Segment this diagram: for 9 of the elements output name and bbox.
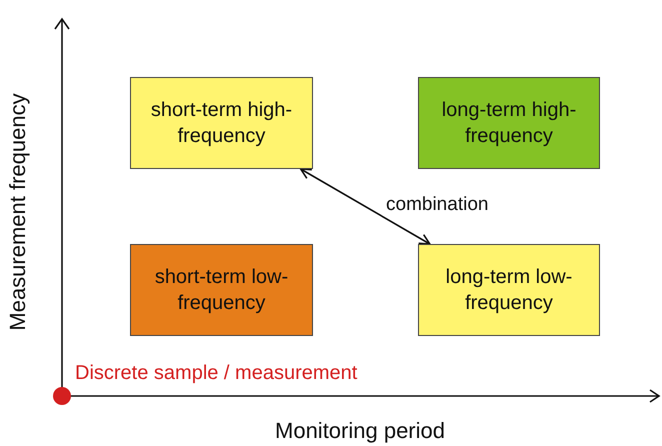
double-arrow	[300, 168, 431, 245]
axis-title: Monitoring period	[275, 418, 445, 444]
edge-label: combination	[386, 194, 488, 216]
category-box: short-term low-frequency	[130, 244, 313, 336]
category-box: short-term high-frequency	[130, 77, 313, 169]
axis-title: Measurement frequency	[5, 93, 31, 331]
category-box: long-term low-frequency	[418, 244, 600, 336]
origin-note: Discrete sample / measurement	[75, 362, 358, 385]
category-box: long-term high-frequency	[418, 77, 600, 169]
